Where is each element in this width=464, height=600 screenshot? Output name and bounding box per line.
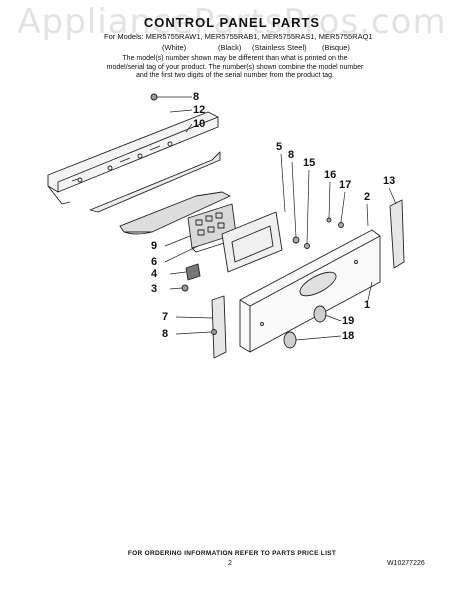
part-switch xyxy=(185,263,201,281)
callout-8-mid: 8 xyxy=(288,149,295,161)
part-trim xyxy=(119,191,231,235)
callout-13: 13 xyxy=(383,175,396,187)
part-fastener-16 xyxy=(326,217,332,223)
callout-6: 6 xyxy=(151,256,158,268)
callout-18: 18 xyxy=(342,330,355,342)
callout-2: 2 xyxy=(364,191,371,203)
callout-4: 4 xyxy=(151,268,158,280)
part-right-endcap xyxy=(389,199,405,269)
models-line: For Models: MER5755RAW1, MER5755RAB1, ME… xyxy=(104,32,373,41)
ordering-info: FOR ORDERING INFORMATION REFER TO PARTS … xyxy=(127,550,337,557)
callout-1: 1 xyxy=(364,299,371,311)
part-screw-8-top xyxy=(150,93,158,101)
document-number: W10277226 xyxy=(387,560,425,567)
callout-7: 7 xyxy=(162,311,169,323)
callout-8-left: 8 xyxy=(162,328,169,340)
color-bisque: (Bisque) xyxy=(322,43,350,52)
color-black: (Black) xyxy=(218,43,242,52)
callout-3: 3 xyxy=(151,283,158,295)
part-screw-3 xyxy=(181,284,189,292)
page-number: 2 xyxy=(228,560,232,567)
part-console-panel xyxy=(239,229,381,353)
part-fastener-17 xyxy=(338,222,344,228)
part-screw-8-left xyxy=(211,329,217,335)
callout-8-top: 8 xyxy=(193,91,200,103)
callout-5: 5 xyxy=(276,141,283,153)
part-overlay-bracket xyxy=(221,211,283,273)
part-knob xyxy=(283,305,327,349)
watermark: AppliancePartsPros.com xyxy=(17,2,447,42)
callout-12: 12 xyxy=(193,104,206,116)
part-fastener-8 xyxy=(292,236,300,244)
part-wire-shield xyxy=(89,151,221,213)
color-stainless: (Stainless Steel) xyxy=(252,43,307,52)
callout-16: 16 xyxy=(324,169,337,181)
callout-19: 19 xyxy=(342,315,355,327)
part-fastener-15 xyxy=(304,243,310,249)
callout-17: 17 xyxy=(339,179,352,191)
callout-9: 9 xyxy=(151,240,158,252)
callout-10: 10 xyxy=(193,118,206,130)
part-left-endcap xyxy=(211,295,227,359)
callout-15: 15 xyxy=(303,157,316,169)
part-rear-bracket xyxy=(47,111,219,205)
page-title: CONTROL PANEL PARTS xyxy=(143,15,321,30)
color-white: (White) xyxy=(162,43,187,52)
leader-lines xyxy=(157,96,397,341)
model-note: The model(s) number shown may be differe… xyxy=(106,55,364,79)
